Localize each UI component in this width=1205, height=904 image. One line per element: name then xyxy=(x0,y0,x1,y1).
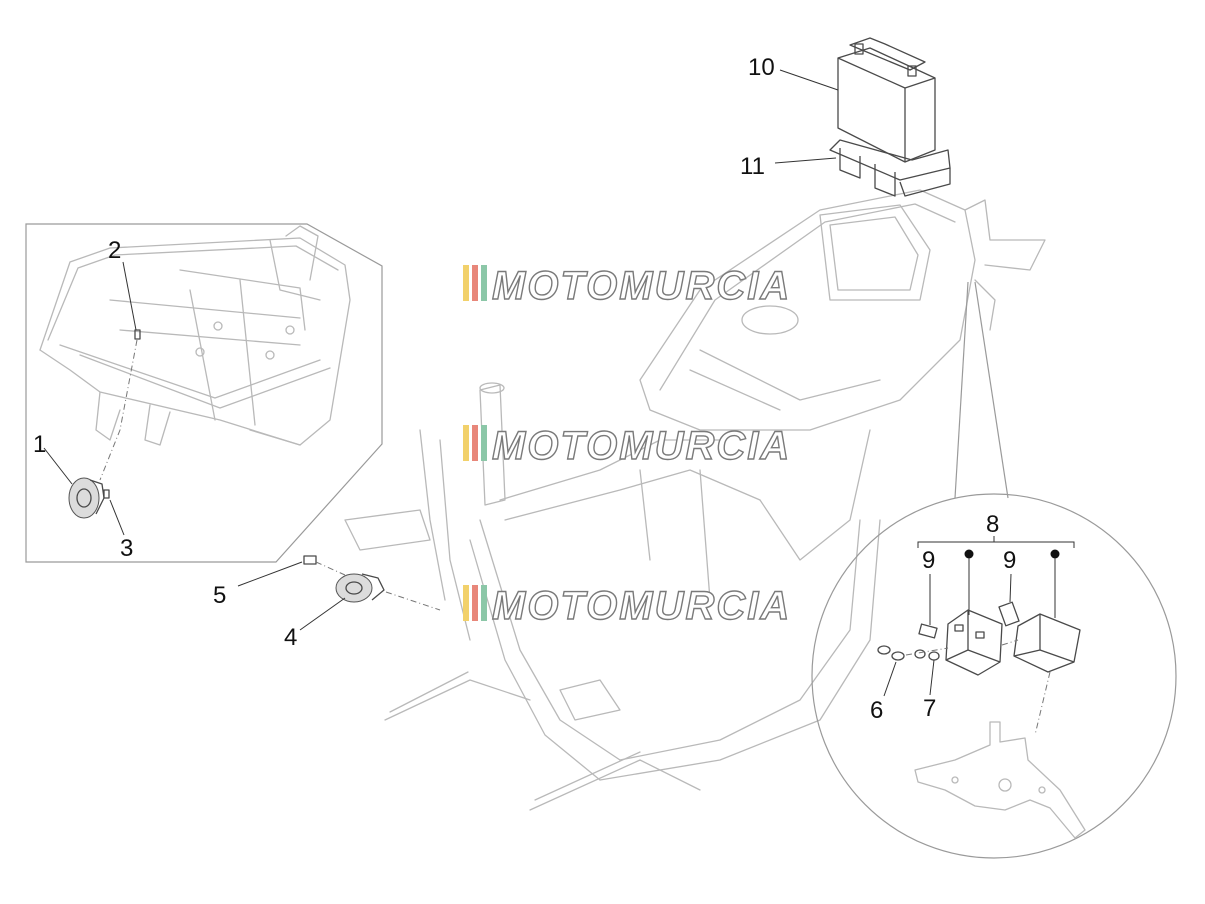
callout-2: 2 xyxy=(108,237,121,264)
callout-1: 1 xyxy=(33,431,46,458)
screw-6 xyxy=(877,645,905,661)
washer-7 xyxy=(914,649,940,661)
callout-10: 10 xyxy=(748,54,775,81)
fuse-9-left xyxy=(918,623,938,639)
fuse-9-right xyxy=(998,601,1020,627)
screw-2 xyxy=(134,329,141,340)
callout-6: 6 xyxy=(870,697,883,724)
included-marker xyxy=(1050,549,1060,559)
callout-11: 11 xyxy=(740,153,765,180)
battery-10 xyxy=(837,37,936,163)
battery-tray-11 xyxy=(829,139,951,197)
relay xyxy=(945,609,1003,676)
screw-5 xyxy=(303,555,317,565)
included-marker xyxy=(964,549,974,559)
watermark-middle: MOTOMURCIA xyxy=(463,423,791,469)
callout-4: 4 xyxy=(284,624,297,651)
scooter-frame-drawing xyxy=(344,189,1046,811)
callout-5: 5 xyxy=(213,582,226,609)
watermark-text: MOTOMURCIA xyxy=(492,424,791,468)
relay-inset xyxy=(811,281,1177,859)
screw-3 xyxy=(103,489,110,499)
watermark-top: MOTOMURCIA xyxy=(463,263,791,309)
front-rack-drawing xyxy=(39,225,351,446)
callout-3: 3 xyxy=(120,535,133,562)
mounting-plate xyxy=(914,721,1086,839)
horn-1 xyxy=(68,477,105,519)
callout-8: 8 xyxy=(986,511,999,538)
watermark-bottom: MOTOMURCIA xyxy=(463,583,791,629)
horn-4 xyxy=(335,573,385,603)
callout-9: 9 xyxy=(922,547,935,574)
watermark-text: MOTOMURCIA xyxy=(492,584,791,628)
watermark-text: MOTOMURCIA xyxy=(492,264,791,308)
callout-9: 9 xyxy=(1003,547,1016,574)
relay-holder xyxy=(1013,613,1081,673)
callout-7: 7 xyxy=(923,695,936,722)
rack-inset xyxy=(25,223,383,563)
